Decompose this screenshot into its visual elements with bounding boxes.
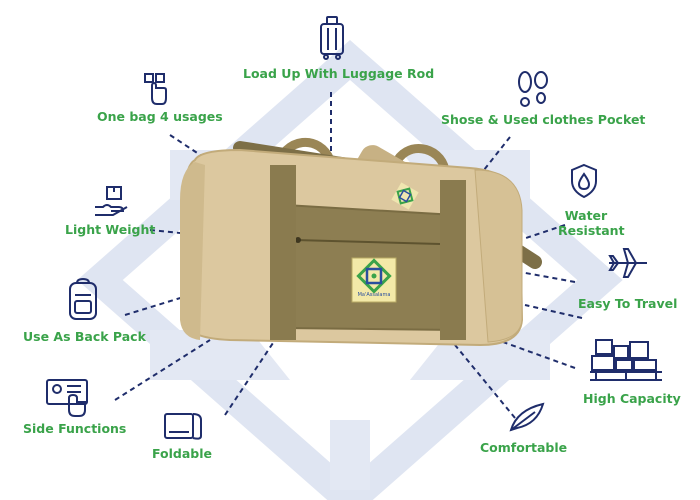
label-one-bag: One bag 4 usages	[97, 109, 223, 124]
label-light-weight: Light Weight	[65, 222, 156, 237]
label-back-pack: Use As Back Pack	[23, 329, 146, 344]
pallet-boxes-icon	[588, 336, 664, 386]
zipper-pull	[295, 237, 301, 243]
logo-text: Ma'Assalama	[358, 292, 391, 298]
label-foldable: Foldable	[152, 446, 212, 461]
footprints-icon	[515, 70, 551, 110]
logo-patch	[351, 257, 397, 303]
pocket-zipper	[294, 239, 441, 245]
bag-end-panel	[180, 162, 205, 340]
label-high-capacity: High Capacity	[583, 391, 681, 406]
label-water-resistant: Water Resistant	[558, 208, 625, 238]
luggage-icon	[318, 15, 346, 61]
folded-mat-icon	[163, 410, 203, 442]
id-card-icon	[45, 378, 93, 418]
label-water-line2: Resistant	[558, 223, 625, 238]
label-luggage-rod: Load Up With Luggage Rod	[243, 66, 435, 81]
hand-tap-icon	[142, 72, 168, 106]
label-water-line1: Water	[564, 208, 608, 223]
label-easy-travel: Easy To Travel	[578, 296, 678, 311]
brand-logo	[356, 258, 392, 294]
end-pocket	[474, 169, 523, 343]
backpack-icon	[66, 277, 100, 323]
label-side-functions: Side Functions	[23, 421, 127, 436]
label-comfortable: Comfortable	[480, 440, 568, 455]
side-strap-left	[270, 165, 296, 340]
hand-box-icon	[93, 185, 129, 219]
pad-logo	[391, 182, 419, 210]
side-strap-right	[440, 180, 466, 340]
water-shield-icon	[569, 163, 599, 199]
airplane-icon	[606, 246, 650, 280]
feather-icon	[507, 400, 547, 434]
label-shoe-pocket: Shose & Used clothes Pocket	[441, 112, 646, 127]
